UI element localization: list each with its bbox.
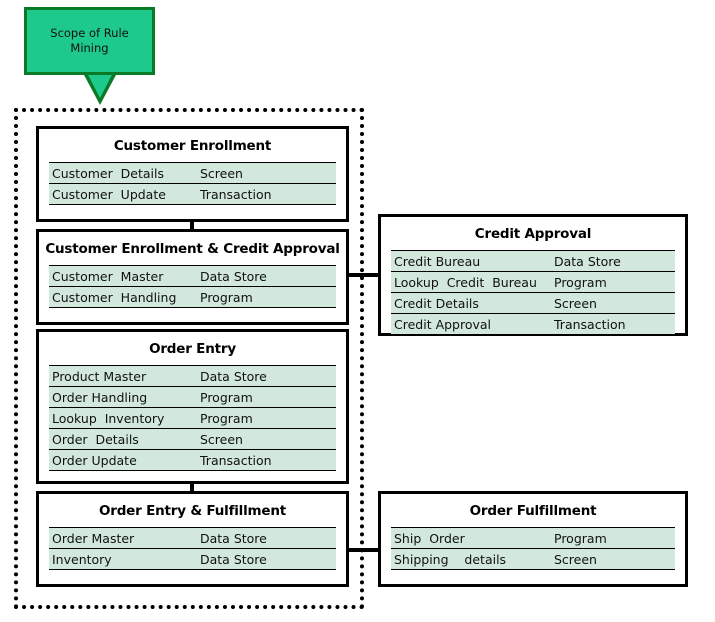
row-name: Product Master xyxy=(52,368,147,384)
table-row[interactable]: Lookup Credit Bureau Program xyxy=(391,272,675,293)
connector-enrollment-credit-to-credit-approval xyxy=(347,273,380,277)
row-type: Screen xyxy=(200,165,243,181)
table-row[interactable]: Customer Handling Program xyxy=(49,287,336,308)
table-row[interactable]: Customer Master Data Store xyxy=(49,266,336,287)
entity-row-list: Product Master Data Store Order Handling… xyxy=(49,365,336,471)
row-name: Order Details xyxy=(52,431,139,447)
row-name: Order Handling xyxy=(52,389,148,405)
entity-title: Credit Approval xyxy=(474,226,592,242)
table-row[interactable]: Order Handling Program xyxy=(49,387,336,408)
row-name: Customer Master xyxy=(52,268,164,284)
callout-tail-fill-icon xyxy=(86,71,114,98)
table-row[interactable]: Credit Bureau Data Store xyxy=(391,251,675,272)
row-type: Data Store xyxy=(200,268,267,284)
entity-title: Order Entry & Fulfillment xyxy=(98,503,287,519)
entity-row-list: Customer Details Screen Customer Update … xyxy=(49,162,336,205)
row-name: Customer Details xyxy=(52,165,164,181)
scope-of-rule-mining-callout[interactable]: Scope of Rule Mining xyxy=(24,7,155,75)
scope-of-rule-mining-boundary xyxy=(14,108,364,609)
entity-box-customer-enrollment[interactable]: Customer Enrollment Customer Details Scr… xyxy=(36,126,349,222)
row-type: Data Store xyxy=(200,551,267,567)
row-name: Customer Update xyxy=(52,186,166,202)
entity-row-list: Ship Order Program Shipping details Scre… xyxy=(391,527,675,570)
row-type: Data Store xyxy=(554,253,621,269)
entity-box-order-entry[interactable]: Order Entry Product Master Data Store Or… xyxy=(36,329,349,484)
row-name: Credit Bureau xyxy=(394,253,481,269)
row-name: Shipping details xyxy=(394,551,507,567)
table-row[interactable]: Order Details Screen xyxy=(49,429,336,450)
connector-enrollment-to-enrollment-credit xyxy=(190,219,194,230)
entity-title: Customer Enrollment & Credit Approval xyxy=(45,241,340,257)
entity-title: Order Fulfillment xyxy=(469,503,597,519)
row-type: Transaction xyxy=(554,316,626,332)
table-row[interactable]: Customer Details Screen xyxy=(49,163,336,184)
row-type: Program xyxy=(200,289,253,305)
row-name: Order Update xyxy=(52,452,137,468)
entity-box-order-fulfillment[interactable]: Order Fulfillment Ship Order Program Shi… xyxy=(378,491,688,587)
row-type: Transaction xyxy=(200,452,272,468)
row-type: Screen xyxy=(200,431,243,447)
entity-title: Order Entry xyxy=(149,341,236,357)
row-type: Data Store xyxy=(200,530,267,546)
entity-box-customer-enrollment-credit-approval[interactable]: Customer Enrollment & Credit Approval Cu… xyxy=(36,229,349,325)
connector-order-entry-fulfillment-to-order-fulfillment xyxy=(347,548,380,552)
entity-box-order-entry-fulfillment[interactable]: Order Entry & Fulfillment Order Master D… xyxy=(36,491,349,587)
entity-box-credit-approval[interactable]: Credit Approval Credit Bureau Data Store… xyxy=(378,214,688,336)
row-type: Data Store xyxy=(200,368,267,384)
row-name: Lookup Inventory xyxy=(52,410,165,426)
row-type: Screen xyxy=(554,551,597,567)
table-row[interactable]: Product Master Data Store xyxy=(49,366,336,387)
table-row[interactable]: Customer Update Transaction xyxy=(49,184,336,205)
row-name: Inventory xyxy=(52,551,112,567)
table-row[interactable]: Order Update Transaction xyxy=(49,450,336,471)
entity-row-list: Credit Bureau Data Store Lookup Credit B… xyxy=(391,250,675,335)
entity-row-list: Order Master Data Store Inventory Data S… xyxy=(49,527,336,570)
row-type: Screen xyxy=(554,295,597,311)
row-name: Customer Handling xyxy=(52,289,177,305)
callout-label: Scope of Rule Mining xyxy=(50,26,129,55)
row-type: Program xyxy=(200,389,253,405)
row-name: Order Master xyxy=(52,530,135,546)
table-row[interactable]: Credit Approval Transaction xyxy=(391,314,675,335)
row-name: Credit Details xyxy=(394,295,479,311)
row-name: Lookup Credit Bureau xyxy=(394,274,537,290)
table-row[interactable]: Ship Order Program xyxy=(391,528,675,549)
entity-row-list: Customer Master Data Store Customer Hand… xyxy=(49,265,336,308)
table-row[interactable]: Credit Details Screen xyxy=(391,293,675,314)
table-row[interactable]: Inventory Data Store xyxy=(49,549,336,570)
row-type: Program xyxy=(200,410,253,426)
row-type: Program xyxy=(554,530,607,546)
row-type: Program xyxy=(554,274,607,290)
row-type: Transaction xyxy=(200,186,272,202)
entity-title: Customer Enrollment xyxy=(113,138,272,154)
connector-order-entry-to-order-entry-fulfillment xyxy=(190,482,194,493)
table-row[interactable]: Lookup Inventory Program xyxy=(49,408,336,429)
table-row[interactable]: Order Master Data Store xyxy=(49,528,336,549)
row-name: Credit Approval xyxy=(394,316,492,332)
table-row[interactable]: Shipping details Screen xyxy=(391,549,675,570)
row-name: Ship Order xyxy=(394,530,465,546)
